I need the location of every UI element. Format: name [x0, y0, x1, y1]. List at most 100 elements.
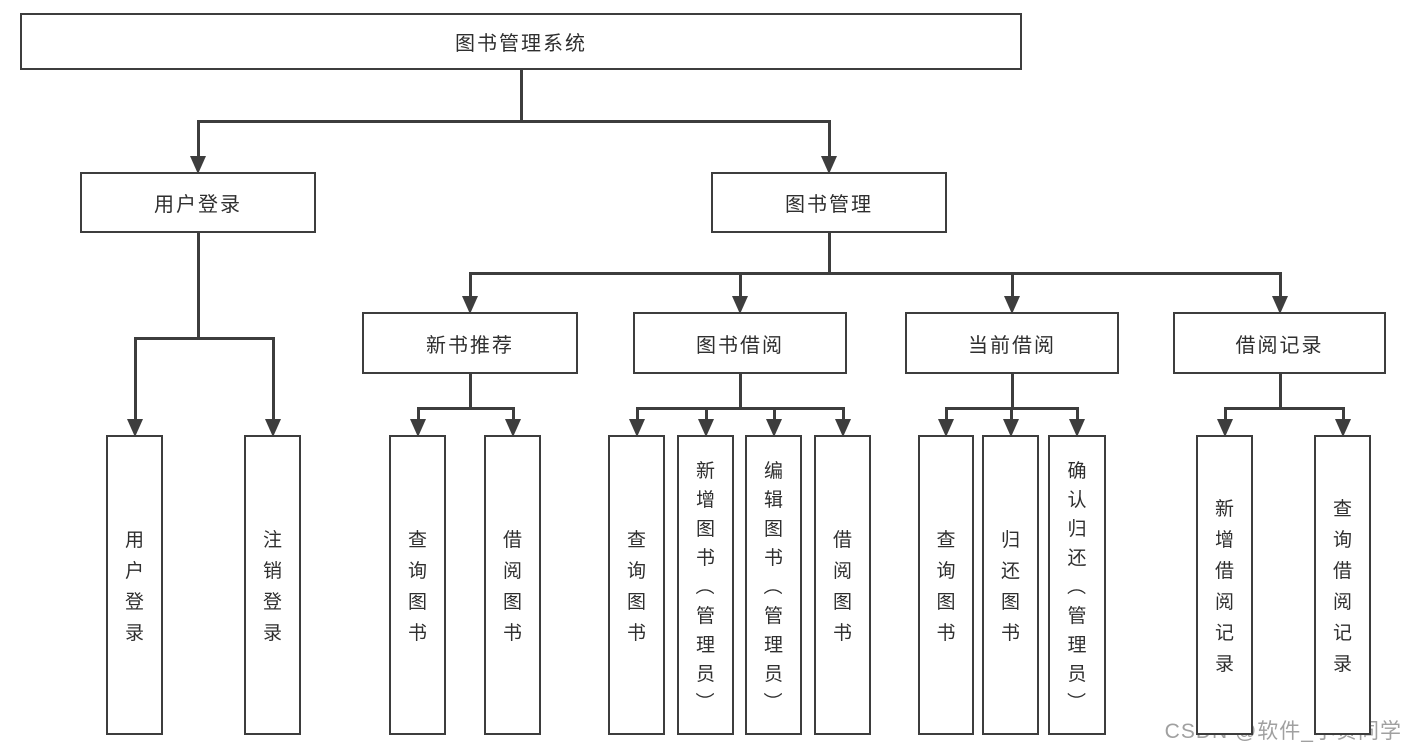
- label-char: 录: [1214, 654, 1234, 675]
- connector-drop: [272, 337, 275, 419]
- label-char: 书: [626, 623, 646, 644]
- node-label: 图书借阅: [696, 334, 784, 357]
- label-char: 查: [407, 530, 427, 551]
- label-char: 借: [832, 530, 852, 551]
- node-label: 新书推荐: [426, 334, 514, 357]
- connector-drop: [417, 407, 420, 419]
- connector-stem: [197, 233, 200, 340]
- label-char: 书: [763, 547, 783, 569]
- connector-rail: [636, 407, 845, 410]
- connector-stem: [1279, 374, 1282, 410]
- label-char: 认: [1067, 489, 1087, 511]
- node-label-vertical: 查询图书: [391, 437, 444, 733]
- label-char: 户: [124, 561, 144, 582]
- node-leaf-query-books-3: 查询图书: [918, 435, 974, 735]
- arrowhead-down-icon: [190, 156, 206, 174]
- label-char: 归: [1067, 518, 1087, 540]
- label-char: 询: [1332, 530, 1352, 551]
- arrowhead-down-icon: [766, 419, 782, 437]
- label-char: 录: [262, 623, 282, 644]
- label-char: 还: [1067, 547, 1087, 569]
- label-char: 阅: [1214, 592, 1234, 613]
- label-char: 图: [695, 518, 715, 540]
- arrowhead-down-icon: [1217, 419, 1233, 437]
- connector-drop: [828, 120, 831, 156]
- connector-drop: [842, 407, 845, 419]
- label-char: 新: [1214, 499, 1234, 520]
- arrowhead-down-icon: [1003, 419, 1019, 437]
- label-char: 新: [695, 460, 715, 482]
- node-label: 借阅记录: [1235, 334, 1324, 357]
- node-leaf-borrow-books-1: 借阅图书: [484, 435, 541, 735]
- label-char: 询: [936, 561, 956, 582]
- node-leaf-user-login: 用户登录: [106, 435, 163, 735]
- node-user-login: 用户登录: [80, 172, 316, 233]
- node-label-vertical: 归还图书: [984, 437, 1037, 733]
- node-label-vertical: 借阅图书: [816, 437, 869, 733]
- label-char: 阅: [1332, 592, 1352, 613]
- label-char: 图: [763, 518, 783, 540]
- node-label-vertical: 注销登录: [246, 437, 299, 733]
- node-label: 图书管理系统: [455, 33, 587, 55]
- label-char: （: [1064, 575, 1086, 595]
- connector-drop: [1010, 407, 1013, 419]
- label-char: 销: [262, 561, 282, 582]
- connector-rail: [197, 120, 831, 123]
- label-char: 管: [1067, 605, 1087, 627]
- arrowhead-down-icon: [821, 156, 837, 174]
- connector-stem: [1011, 374, 1014, 410]
- label-char: （: [761, 575, 782, 595]
- connector-drop: [469, 272, 472, 296]
- label-char: ）: [1064, 691, 1086, 711]
- connector-drop: [197, 120, 200, 156]
- label-char: 阅: [832, 561, 852, 582]
- label-char: 注: [262, 530, 282, 551]
- label-char: 员: [763, 663, 783, 685]
- node-borrow-records: 借阅记录: [1173, 312, 1386, 374]
- label-char: 用: [124, 530, 144, 551]
- arrowhead-down-icon: [732, 296, 748, 314]
- label-char: 管: [695, 605, 715, 627]
- node-leaf-borrow-books-2: 借阅图书: [814, 435, 871, 735]
- label-char: 图: [502, 592, 522, 613]
- node-label-vertical: 借阅图书: [486, 437, 539, 733]
- label-char: 图: [832, 592, 852, 613]
- arrowhead-down-icon: [938, 419, 954, 437]
- arrowhead-down-icon: [1272, 296, 1288, 314]
- arrowhead-down-icon: [629, 419, 645, 437]
- connector-stem: [828, 233, 831, 275]
- node-leaf-query-books-1: 查询图书: [389, 435, 446, 735]
- node-label-vertical: 查询借阅记录: [1316, 437, 1369, 733]
- label-char: 询: [626, 561, 646, 582]
- label-char: 查: [626, 530, 646, 551]
- connector-drop: [1342, 407, 1345, 419]
- node-label: 当前借阅: [968, 334, 1056, 357]
- connector-drop: [773, 407, 776, 419]
- label-char: 书: [407, 623, 427, 644]
- label-char: 记: [1214, 623, 1234, 644]
- label-char: （: [693, 575, 714, 595]
- label-char: ）: [693, 691, 714, 711]
- connector-drop: [945, 407, 948, 419]
- node-leaf-query-record: 查询借阅记录: [1314, 435, 1371, 735]
- label-char: 书: [695, 547, 715, 569]
- connector-stem: [520, 70, 523, 123]
- connector-rail: [134, 337, 275, 340]
- node-leaf-logout: 注销登录: [244, 435, 301, 735]
- connector-stem: [739, 374, 742, 410]
- arrowhead-down-icon: [505, 419, 521, 437]
- label-char: 录: [1332, 654, 1352, 675]
- node-current-borrow: 当前借阅: [905, 312, 1119, 374]
- node-label-vertical: 编辑图书（管理员）: [747, 437, 800, 733]
- label-char: 理: [1067, 634, 1087, 656]
- label-char: 理: [695, 634, 715, 656]
- arrowhead-down-icon: [265, 419, 281, 437]
- node-label-vertical: 确认归还（管理员）: [1050, 437, 1104, 733]
- label-char: 书: [502, 623, 522, 644]
- arrowhead-down-icon: [127, 419, 143, 437]
- node-leaf-confirm-return: 确认归还（管理员）: [1048, 435, 1106, 735]
- node-leaf-add-book: 新增图书（管理员）: [677, 435, 734, 735]
- label-char: 员: [695, 663, 715, 685]
- label-char: 书: [832, 623, 852, 644]
